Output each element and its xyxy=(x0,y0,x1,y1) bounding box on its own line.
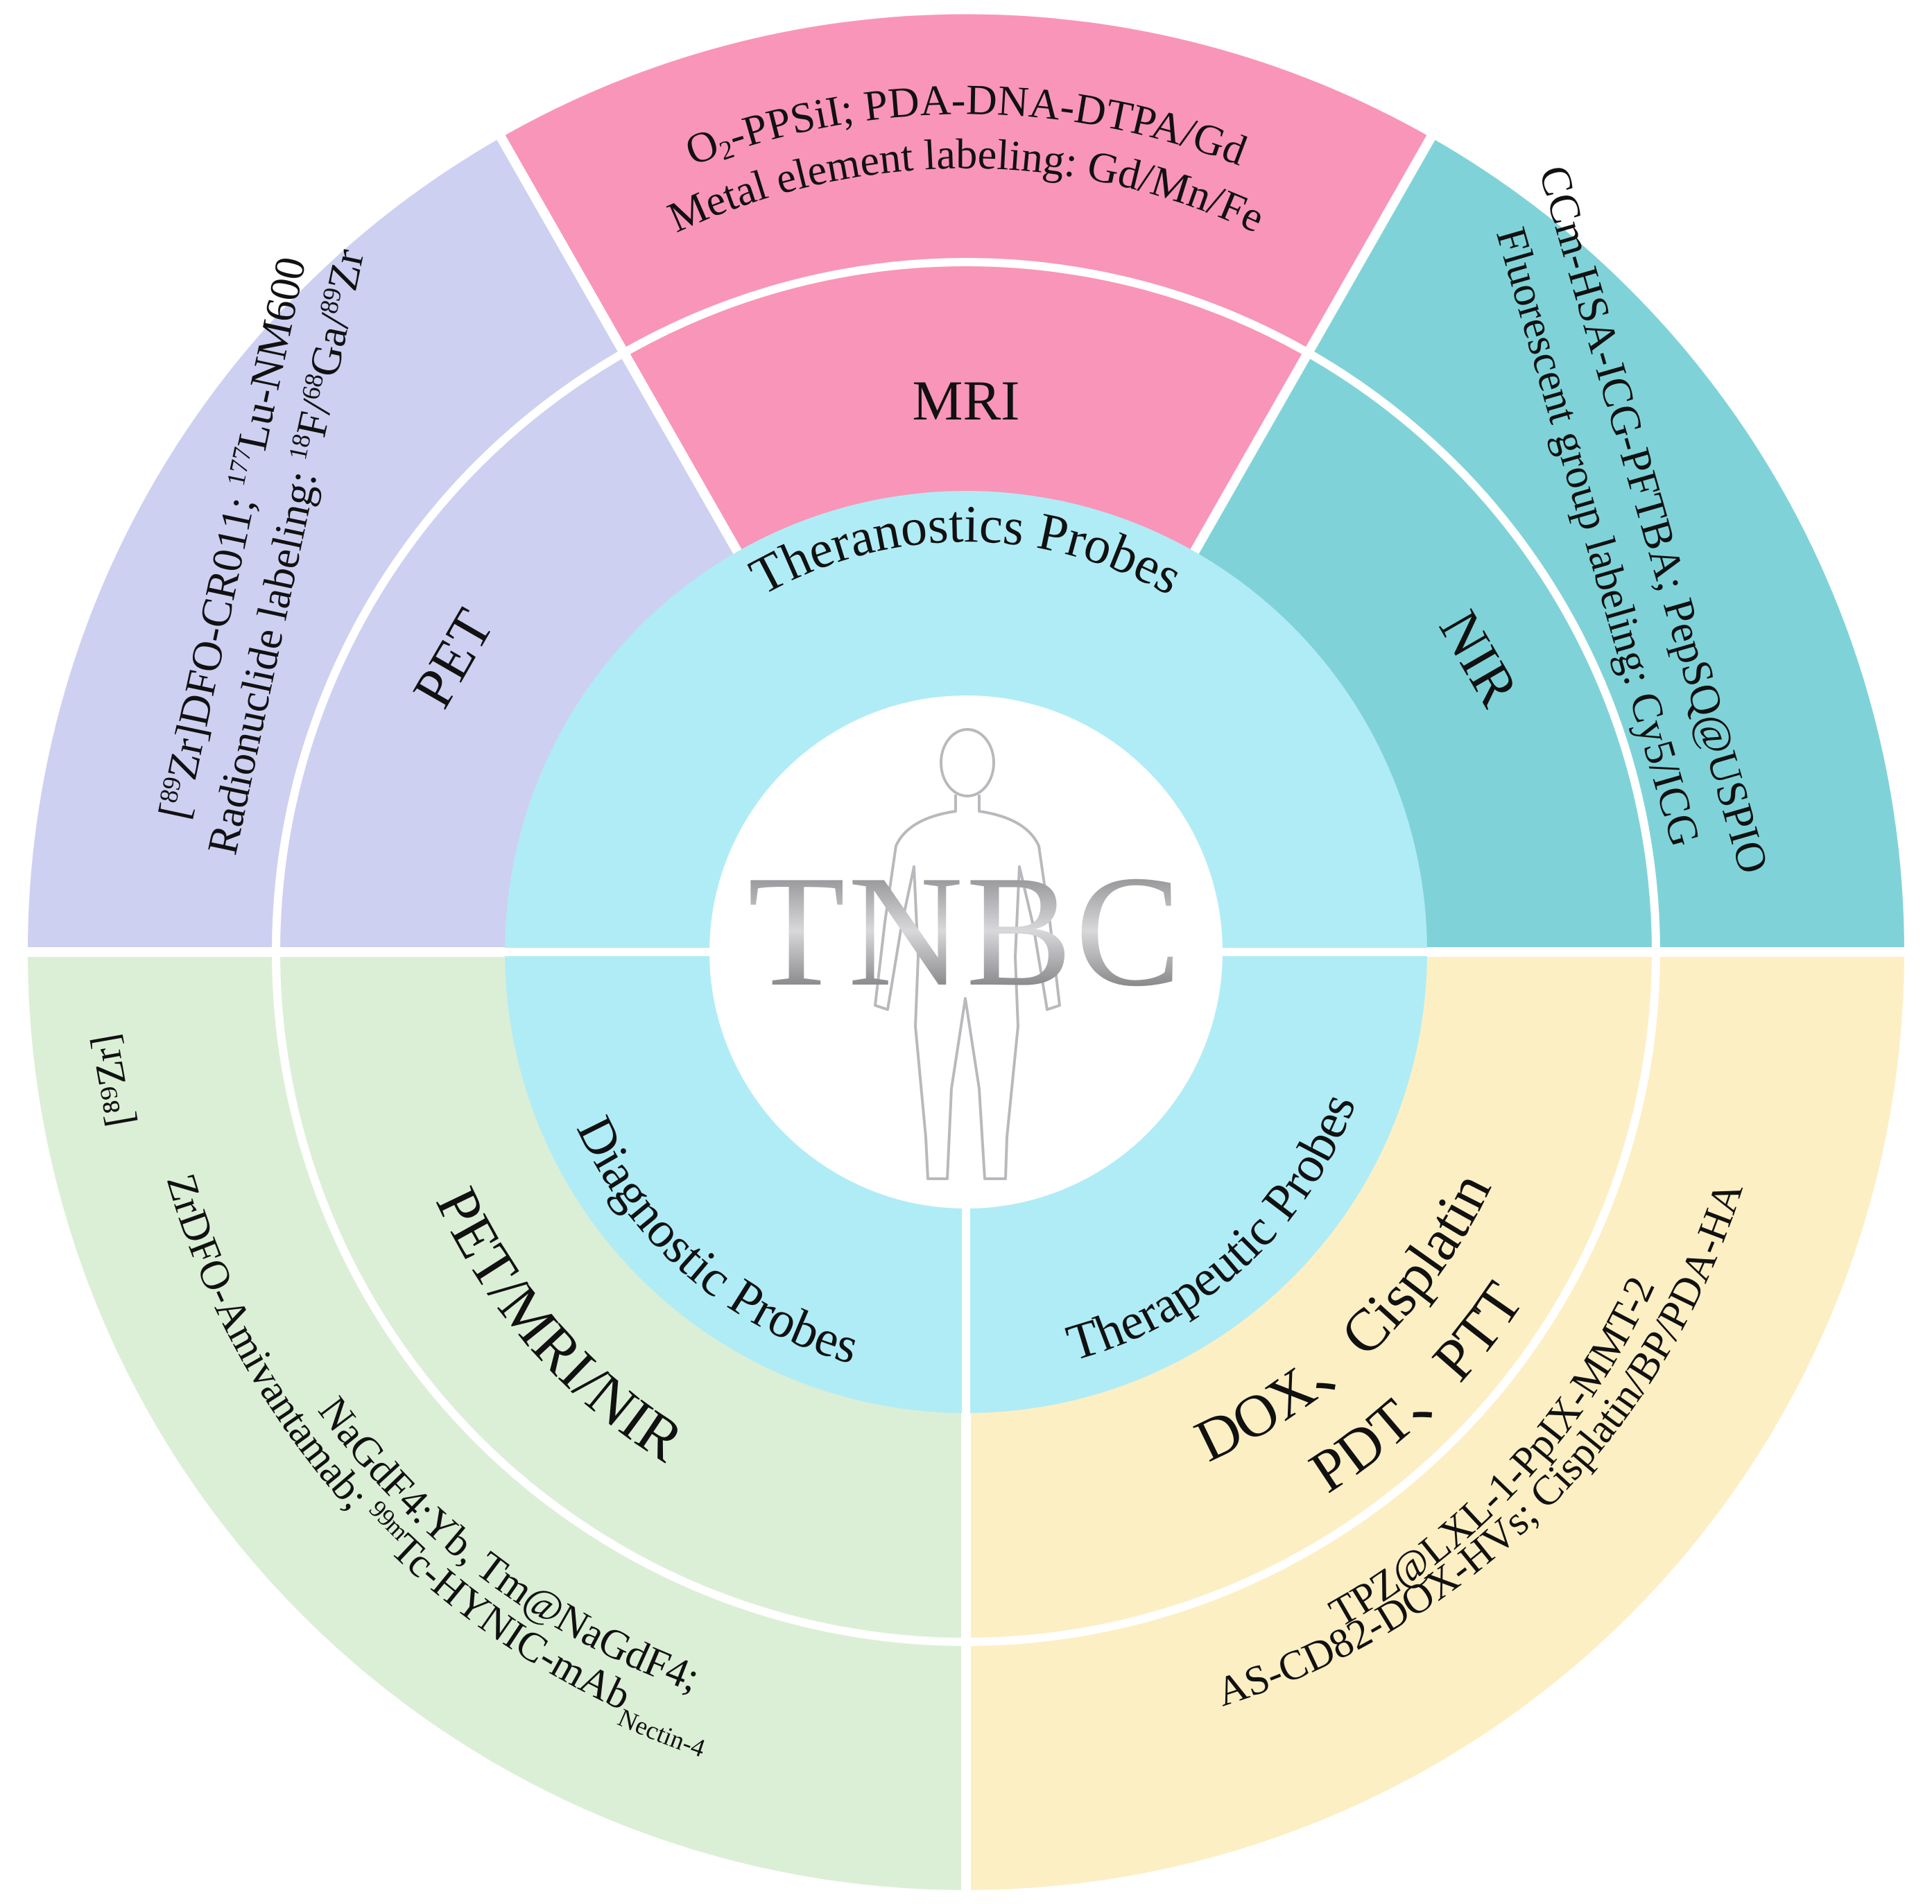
center-disc xyxy=(709,695,1223,1209)
human-body-outline-icon xyxy=(874,728,1061,1180)
label-mri: MRI xyxy=(913,369,1020,432)
outer-sector-mri xyxy=(501,14,1431,952)
center-title: TNBC xyxy=(748,842,1184,1019)
